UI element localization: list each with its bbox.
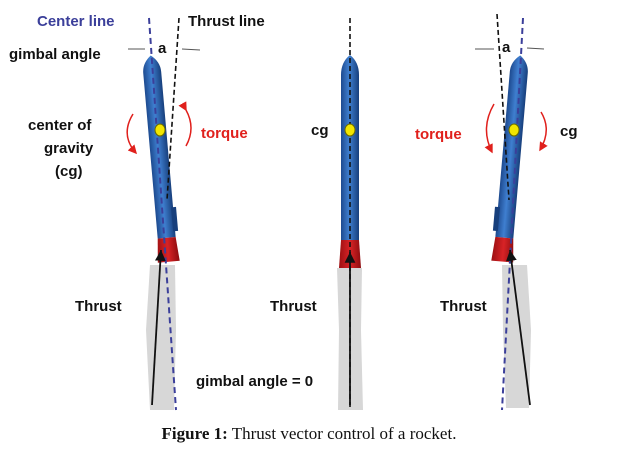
- right-cg-marker: [508, 123, 520, 137]
- left-torque-arrow-right: [178, 101, 192, 147]
- torque-left-label: torque: [201, 125, 248, 142]
- right-torque-arrow-left: [484, 103, 495, 154]
- figure-caption: Figure 1: Thrust vector control of a roc…: [0, 424, 618, 444]
- left-cg-marker: [154, 123, 166, 137]
- cg-middle-label: cg: [311, 122, 329, 139]
- left-rocket-group: [126, 17, 201, 411]
- caption-prefix: Figure 1:: [161, 424, 228, 443]
- left-nozzle: [157, 237, 180, 263]
- left-angle-symbol: a: [158, 40, 167, 57]
- cg-right-label: cg: [560, 123, 578, 140]
- right-thrust-arrow: [506, 249, 531, 406]
- right-angle-symbol: a: [502, 39, 511, 56]
- middle-cg-marker: [344, 123, 356, 137]
- thrust-middle-label: Thrust: [270, 298, 317, 315]
- left-thrust-arrow: [151, 249, 166, 406]
- right-torque-arrow-right: [539, 111, 548, 152]
- cg-left-line1: center of: [28, 117, 92, 134]
- right-gimbal-tick-right: [526, 47, 545, 50]
- cg-left-line2: gravity: [44, 140, 94, 157]
- right-center-line: [501, 17, 524, 411]
- left-rocket-body: [143, 55, 176, 239]
- torque-right-label: torque: [415, 126, 462, 143]
- right-rocket-group: [475, 13, 548, 411]
- left-gimbal-tick-right: [181, 48, 201, 51]
- right-exhaust-plume: [502, 265, 531, 408]
- right-rocket-body: [495, 55, 528, 239]
- gimbal-zero-label: gimbal angle = 0: [196, 373, 313, 390]
- center-line-label: Center line: [37, 13, 115, 30]
- left-torque-arrow-left: [126, 113, 137, 155]
- left-rocket-fin: [171, 206, 179, 232]
- thrust-right-label: Thrust: [440, 298, 487, 315]
- caption-text: Thrust vector control of a rocket.: [227, 424, 457, 443]
- thrust-left-label: Thrust: [75, 298, 122, 315]
- right-rocket-fin: [492, 206, 500, 232]
- cg-left-line3: (cg): [55, 163, 83, 180]
- gimbal-angle-label: gimbal angle: [9, 46, 101, 63]
- left-thrust-line: [166, 17, 180, 201]
- right-thrust-line: [496, 13, 510, 201]
- thrust-line-label: Thrust line: [188, 13, 265, 30]
- left-center-line: [148, 17, 177, 411]
- middle-rocket-group: [337, 18, 363, 410]
